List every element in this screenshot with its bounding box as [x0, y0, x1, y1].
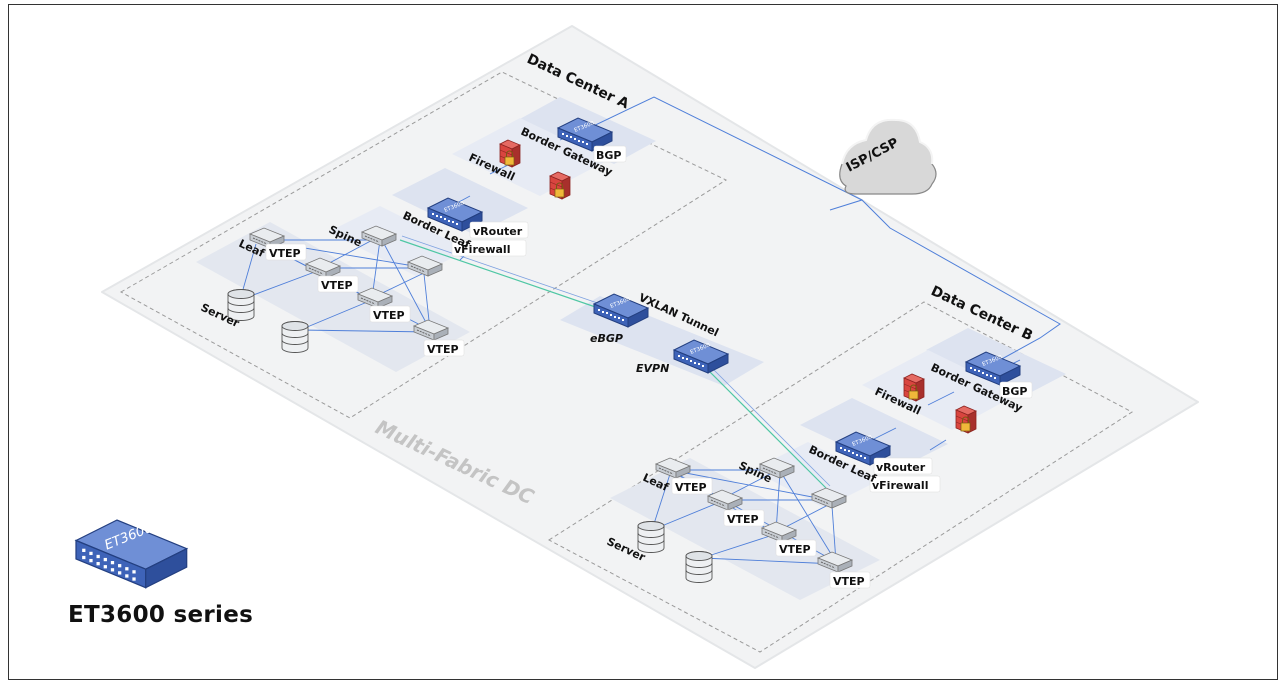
link-dc-a-isp — [584, 96, 863, 201]
dc-b-vtep-label-2: VTEP — [727, 513, 759, 526]
tile-dc-a-leaf — [196, 222, 470, 372]
tile-dc-b-border-leaf — [800, 398, 948, 470]
dc-a-vtep-label-2: VTEP — [321, 279, 353, 292]
isp-cloud-icon — [839, 118, 937, 195]
vxlan-link-a — [399, 239, 611, 313]
dc-b-server-db-2 — [685, 551, 713, 583]
dc-b-vtep-label-4: VTEP — [833, 575, 865, 588]
tile-dc-a-spine — [328, 206, 468, 276]
dc-a-server-db-2 — [281, 321, 309, 353]
vxlan-link-b — [699, 361, 827, 489]
dc-a-vfirewall-label: vFirewall — [454, 243, 510, 256]
link-isp-dc-b — [829, 199, 1061, 361]
dc-a-region — [119, 71, 728, 419]
dc-a-bgp-label: BGP — [596, 149, 621, 162]
dc-a-firewall-icon-2 — [549, 171, 571, 200]
ebgp-label: eBGP — [590, 332, 623, 345]
series-title: ET3600 series — [68, 602, 254, 628]
tile-dc-b-spine — [752, 442, 880, 508]
dc-a-firewall-icon — [499, 139, 521, 168]
dc-a-vtep-label-1: VTEP — [269, 247, 301, 260]
dc-b-bgp-label: BGP — [1002, 385, 1027, 398]
dc-b-vtep-label-3: VTEP — [779, 543, 811, 556]
evpn-label: EVPN — [636, 362, 669, 375]
dc-b-vfirewall-label: vFirewall — [872, 479, 928, 492]
dc-a-vtep-label-3: VTEP — [373, 309, 405, 322]
dc-a-vrouter-label: vRouter — [473, 225, 523, 238]
dc-b-region — [548, 301, 1133, 653]
dc-b-vtep-label-1: VTEP — [675, 481, 707, 494]
dc-b-firewall-icon — [903, 373, 925, 402]
dc-b-vrouter-label: vRouter — [876, 461, 926, 474]
dc-a-vtep-label-4: VTEP — [427, 343, 459, 356]
legend-et3600-device: ET3600 — [74, 519, 189, 589]
dc-b-server-db-1 — [637, 521, 665, 553]
dc-b-firewall-icon-2 — [955, 405, 977, 434]
tile-dc-b-firewall — [862, 350, 1018, 430]
